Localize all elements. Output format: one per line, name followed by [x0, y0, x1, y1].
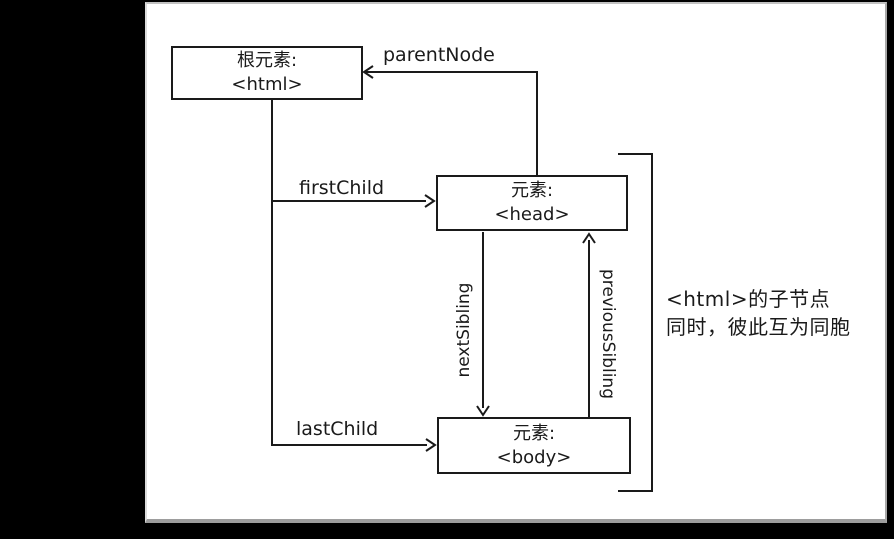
firstchild-connector-horizontal [271, 200, 426, 202]
node-body-tag: <body> [496, 446, 572, 468]
parentnode-connector-horizontal [366, 71, 538, 73]
prevsibling-connector-vertical [588, 240, 590, 418]
parentnode-connector-vertical [536, 71, 538, 175]
node-head-title: 元素: [510, 180, 554, 201]
group-bracket-top-arm [618, 153, 653, 155]
nextsibling-connector-vertical [482, 232, 484, 408]
edge-label-nextsibling: nextSibling [454, 282, 474, 378]
node-body-element: 元素: <body> [437, 417, 631, 474]
arrow-right-icon [424, 194, 436, 208]
node-root-title: 根元素: [236, 50, 298, 71]
node-root-tag: <html> [231, 74, 303, 95]
arrow-up-icon [582, 232, 596, 244]
node-root-element: 根元素: <html> [171, 46, 363, 100]
node-head-tag: <head> [494, 204, 570, 225]
group-bracket-bottom-arm [618, 490, 653, 492]
node-body-title: 元素: [512, 422, 556, 444]
node-head-element: 元素: <head> [436, 175, 628, 231]
annotation-line2: 同时，彼此互为同胞 [666, 315, 851, 339]
annotation-text: <html>的子节点 同时，彼此互为同胞 [666, 285, 851, 341]
group-bracket-vertical [651, 153, 653, 492]
child-trunk-connector-vertical [271, 100, 273, 446]
annotation-line1: <html>的子节点 [666, 287, 831, 311]
edge-label-lastchild: lastChild [296, 418, 379, 440]
arrow-right-icon [425, 438, 437, 452]
edge-label-previoussibling: previousSibling [598, 269, 618, 399]
arrow-left-icon [362, 65, 374, 79]
lastchild-connector-horizontal [271, 444, 427, 446]
edge-label-parentnode: parentNode [383, 44, 495, 66]
arrow-down-icon [476, 405, 490, 417]
edge-label-firstchild: firstChild [299, 177, 385, 199]
